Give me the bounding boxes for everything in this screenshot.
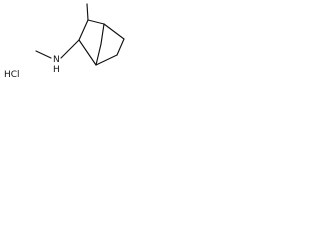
bond-ring-6 [78, 19, 89, 41]
bond-ring-1 [87, 19, 105, 25]
bond-ring-5 [78, 39, 97, 66]
bond-ring-3 [116, 38, 125, 56]
bond-bridge-2 [95, 43, 102, 66]
amine-nitrogen-label: N [53, 55, 60, 65]
bond-bridge-1 [100, 23, 105, 45]
structure-drawing: N H HCl [0, 0, 142, 98]
molecule-diagram: N H HCl [4, 3, 125, 80]
hydrochloride-label: HCl [4, 70, 20, 80]
bond-n-methyl [35, 50, 52, 59]
bond-layer [35, 3, 125, 66]
bond-ring-4 [95, 54, 118, 66]
bond-methyl [86, 3, 89, 21]
bond-c-n [60, 39, 80, 59]
atom-label-group: N H HCl [4, 55, 60, 80]
amine-hydrogen-label: H [53, 65, 60, 75]
bond-ring-2 [103, 23, 125, 40]
